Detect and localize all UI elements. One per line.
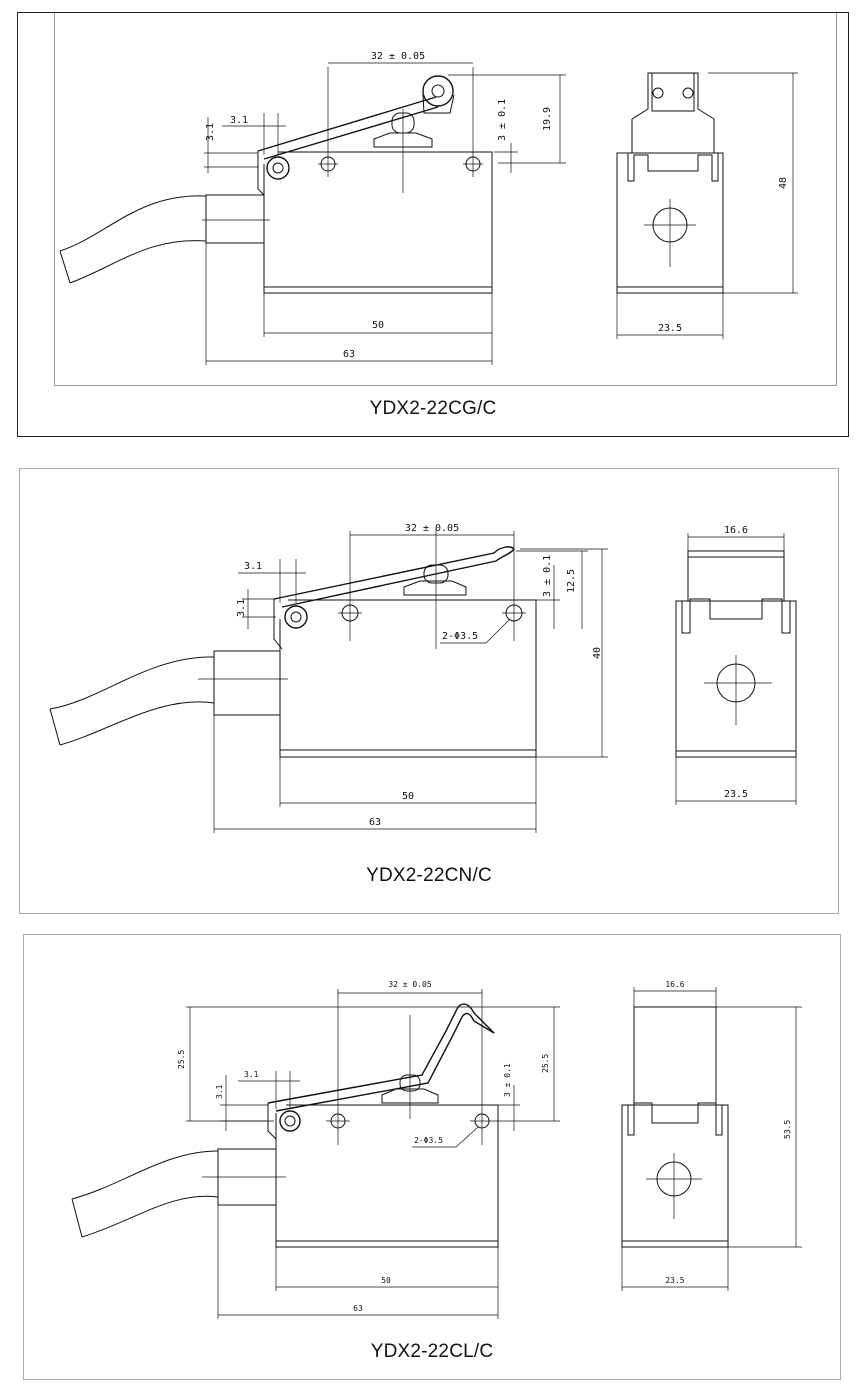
dim-travel: 3 ± 0.1 bbox=[536, 555, 560, 629]
side-view: 16.6 23.5 bbox=[675, 525, 797, 805]
dim-left-height: 25.5 bbox=[177, 1006, 464, 1122]
dim-right-height: 25.5 bbox=[464, 1006, 560, 1122]
svg-text:63: 63 bbox=[369, 817, 381, 828]
dim-top-width: 16.6 bbox=[665, 980, 684, 989]
hole-callout: 2-Φ3.5 bbox=[412, 1126, 479, 1148]
svg-text:12.5: 12.5 bbox=[566, 569, 577, 593]
cable bbox=[59, 195, 207, 284]
switch-body bbox=[273, 599, 537, 758]
side-view: 16.6 53.5 23.5 bbox=[621, 980, 802, 1291]
dim-total-length: 63 bbox=[217, 1205, 498, 1319]
svg-text:63: 63 bbox=[353, 1304, 363, 1313]
hole-callout: 2-Φ3.5 bbox=[440, 618, 511, 644]
inner-frame bbox=[54, 13, 837, 386]
dim-pitch: 32 ± 0.05 bbox=[327, 51, 474, 153]
side-view: 48 23.5 bbox=[616, 72, 798, 339]
svg-text:3.1: 3.1 bbox=[230, 115, 248, 126]
svg-text:50: 50 bbox=[381, 1276, 391, 1285]
dim-actuator-height: 19.9 bbox=[448, 74, 566, 164]
lever-arm bbox=[257, 96, 439, 160]
model-caption: YDX2-22CG/C bbox=[369, 398, 497, 419]
mounting-hole-left bbox=[338, 601, 362, 641]
svg-text:3 ± 0.1: 3 ± 0.1 bbox=[497, 99, 508, 141]
mounting-hole-right bbox=[502, 601, 526, 641]
svg-text:3.1: 3.1 bbox=[244, 1070, 259, 1079]
dim-side-width: 23.5 bbox=[724, 789, 748, 800]
dim-actuator-height: 12.5 bbox=[516, 550, 588, 629]
model-caption: YDX2-22CL/C bbox=[370, 1341, 494, 1362]
dim-lever-height: 3.1 bbox=[236, 589, 276, 629]
lever-pivot bbox=[284, 605, 308, 629]
dim-lever-offset: 3.1 bbox=[238, 1070, 300, 1109]
svg-text:3.1: 3.1 bbox=[244, 561, 262, 572]
svg-text:50: 50 bbox=[402, 791, 414, 802]
dim-lever-offset: 3.1 bbox=[222, 113, 286, 155]
svg-text:3.1: 3.1 bbox=[215, 1084, 224, 1099]
svg-text:3 ± 0.1: 3 ± 0.1 bbox=[542, 555, 553, 597]
dim-body-length: 50 bbox=[263, 293, 493, 365]
svg-text:50: 50 bbox=[372, 320, 384, 331]
dim-lever-height: 3.1 bbox=[204, 117, 258, 173]
cable bbox=[71, 1150, 219, 1238]
mounting-hole-right bbox=[463, 153, 483, 177]
roller bbox=[422, 75, 455, 114]
drawing-ydx2-22cg: 32 ± 0.05 19.9 3 ± 0.1 3.1 3.1 bbox=[59, 51, 798, 365]
dim-side-width: 23.5 bbox=[658, 323, 682, 334]
switch-body bbox=[267, 1103, 499, 1248]
mounting-hole-left bbox=[326, 1107, 350, 1145]
mounting-hole-right bbox=[470, 1107, 494, 1145]
svg-text:63: 63 bbox=[343, 349, 355, 360]
dim-body-length: 50 bbox=[275, 1247, 499, 1319]
diagram-panel-ydx2-22cl: 32 ± 0.05 25.5 25.5 3 ± 0.1 2-Φ3.5 bbox=[23, 934, 841, 1380]
drawing-ydx2-22cl: 32 ± 0.05 25.5 25.5 3 ± 0.1 2-Φ3.5 bbox=[71, 980, 802, 1319]
switch-body bbox=[257, 151, 493, 294]
dim-lever-offset: 3.1 bbox=[238, 559, 306, 603]
dim-side-height: 53.5 bbox=[783, 1120, 792, 1139]
cable-gland bbox=[205, 194, 265, 244]
cable-gland bbox=[213, 650, 281, 716]
lever-arm bbox=[273, 546, 515, 608]
drawing-ydx2-22cn: 32 ± 0.05 3 ± 0.1 12.5 40 2-Φ3.5 bbox=[49, 523, 797, 833]
mounting-hole-left bbox=[318, 153, 338, 177]
svg-text:3 ± 0.1: 3 ± 0.1 bbox=[503, 1063, 512, 1097]
svg-text:2-Φ3.5: 2-Φ3.5 bbox=[442, 631, 478, 642]
dim-side-height: 40 bbox=[520, 548, 608, 758]
dim-total-length: 63 bbox=[213, 715, 536, 833]
svg-text:40: 40 bbox=[592, 647, 603, 659]
model-caption: YDX2-22CN/C bbox=[366, 865, 492, 886]
dim-side-width: 23.5 bbox=[665, 1276, 684, 1285]
dim-side-height: 48 bbox=[778, 177, 789, 189]
dim-pitch: 32 ± 0.05 bbox=[349, 523, 515, 601]
diagram-panel-ydx2-22cn: 32 ± 0.05 3 ± 0.1 12.5 40 2-Φ3.5 bbox=[19, 468, 839, 914]
svg-text:32 ± 0.05: 32 ± 0.05 bbox=[388, 980, 432, 989]
dim-total-length: 63 bbox=[205, 243, 492, 365]
dim-travel: 3 ± 0.1 bbox=[494, 99, 518, 173]
svg-text:25.5: 25.5 bbox=[177, 1050, 186, 1069]
dim-top-width: 16.6 bbox=[724, 525, 748, 536]
svg-text:3.1: 3.1 bbox=[236, 599, 247, 617]
svg-text:32 ± 0.05: 32 ± 0.05 bbox=[405, 523, 459, 534]
lever-arm bbox=[267, 1003, 495, 1112]
plunger bbox=[373, 109, 433, 193]
lever-pivot bbox=[266, 156, 290, 180]
svg-text:2-Φ3.5: 2-Φ3.5 bbox=[414, 1136, 443, 1145]
dim-body-length: 50 bbox=[279, 757, 537, 833]
dim-pitch: 32 ± 0.05 bbox=[337, 980, 483, 1107]
cable bbox=[49, 656, 215, 746]
diagram-panel-ydx2-22cg: 32 ± 0.05 19.9 3 ± 0.1 3.1 3.1 bbox=[17, 12, 849, 437]
svg-text:19.9: 19.9 bbox=[542, 107, 553, 131]
dim-travel: 3 ± 0.1 bbox=[498, 1063, 520, 1131]
svg-text:3.1: 3.1 bbox=[205, 123, 216, 141]
svg-text:32 ± 0.05: 32 ± 0.05 bbox=[371, 51, 425, 62]
svg-text:25.5: 25.5 bbox=[541, 1054, 550, 1073]
lever-pivot bbox=[279, 1110, 301, 1132]
plunger bbox=[381, 1015, 439, 1119]
dim-lever-height: 3.1 bbox=[215, 1075, 268, 1131]
